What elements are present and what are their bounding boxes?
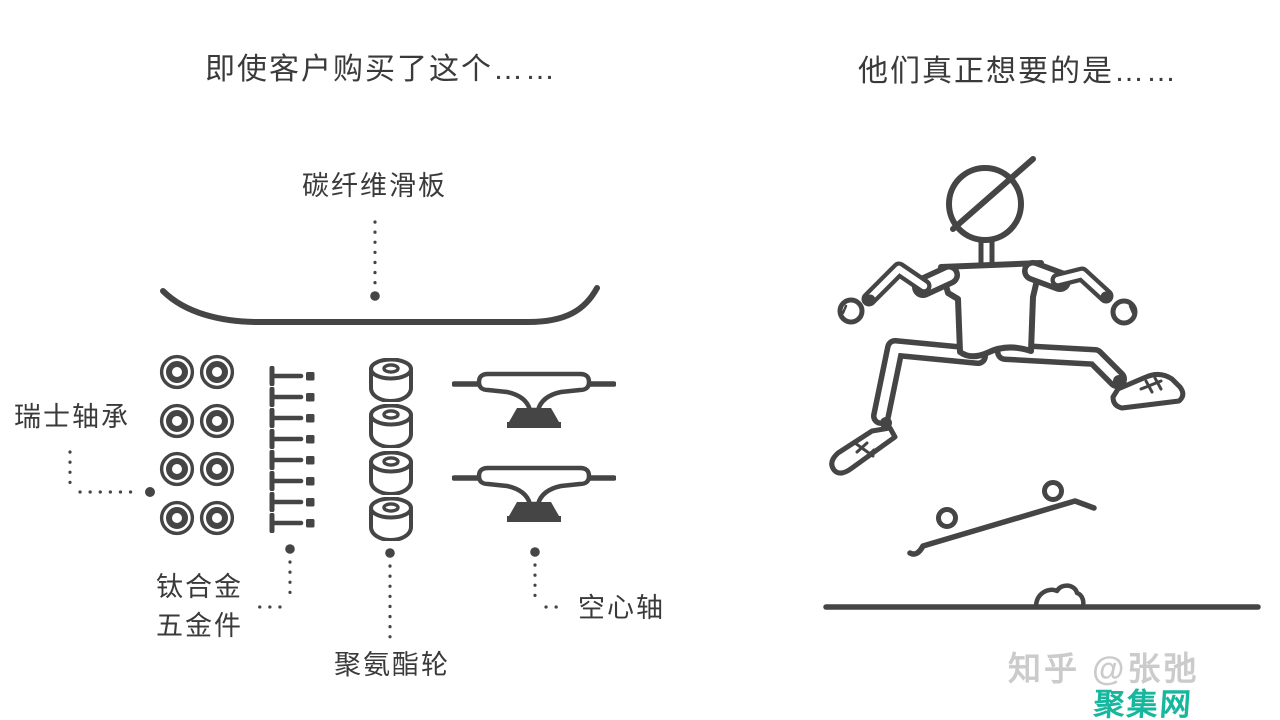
truck-icons bbox=[454, 374, 614, 522]
bearings-label: 瑞士轴承 bbox=[14, 402, 130, 432]
bearing-icons bbox=[162, 357, 233, 534]
trucks-label: 空心轴 bbox=[578, 593, 665, 623]
right-panel-title: 他们真正想要的是…… bbox=[858, 55, 1178, 88]
skateboard-deck-icon bbox=[160, 285, 600, 325]
deck-label: 碳纤维滑板 bbox=[302, 171, 447, 201]
deck-leader bbox=[370, 220, 380, 301]
wheels-label: 聚氨酯轮 bbox=[334, 650, 450, 680]
hardware-leader bbox=[256, 544, 295, 609]
bearings-leader bbox=[68, 450, 155, 497]
flipping-skateboard-icon bbox=[907, 480, 1097, 557]
ground-line-icon bbox=[823, 583, 1261, 610]
zhihu-watermark: 知乎 @张弛 bbox=[1008, 650, 1200, 687]
wheels-leader bbox=[385, 548, 395, 640]
jumping-skater-icon bbox=[829, 156, 1186, 476]
hardware-label: 钛合金 五金件 bbox=[156, 572, 243, 642]
bolt-icons bbox=[272, 368, 315, 531]
wheel-icons bbox=[369, 358, 413, 541]
trucks-leader bbox=[530, 547, 568, 609]
left-panel-title: 即使客户购买了这个…… bbox=[205, 53, 557, 86]
